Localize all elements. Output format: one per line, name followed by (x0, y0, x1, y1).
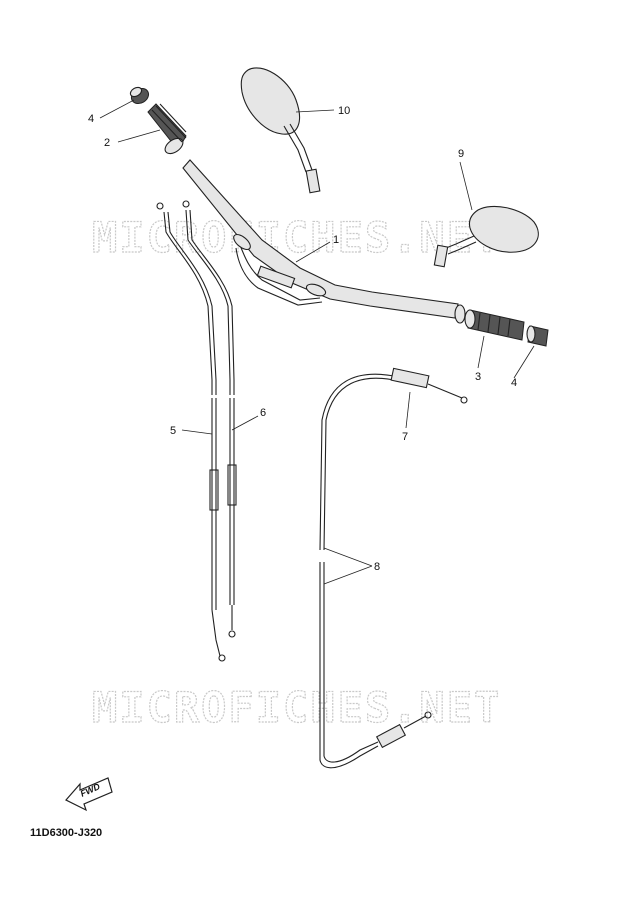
callout-4-right: 4 (511, 377, 517, 389)
clutch-cable-part[interactable] (319, 367, 468, 769)
callout-7: 7 (402, 431, 408, 443)
throttle-cables-part[interactable] (156, 200, 237, 662)
watermark-top: MICROFICHES.NET (92, 213, 501, 262)
callout-6: 6 (260, 407, 266, 419)
forward-arrow-icon: FWD (65, 777, 113, 812)
handlebar-part[interactable] (182, 159, 459, 319)
callout-9: 9 (458, 148, 464, 160)
callout-2: 2 (104, 137, 110, 149)
leader-lines (99, 99, 535, 585)
left-bar-end-part[interactable] (129, 85, 152, 106)
callout-5: 5 (170, 425, 176, 437)
callout-3: 3 (475, 371, 481, 383)
callout-4-left: 4 (88, 113, 94, 125)
left-mirror-part[interactable] (240, 67, 321, 194)
callout-8: 8 (374, 561, 380, 573)
callout-10: 10 (338, 105, 350, 117)
diagram-code: 11D6300-J320 (30, 827, 102, 839)
callout-1: 1 (333, 234, 339, 246)
right-bar-end-part[interactable] (526, 325, 549, 347)
watermark-bottom: MICROFICHES.NET (92, 683, 501, 732)
right-grip-part[interactable] (454, 304, 525, 341)
left-grip-part[interactable] (147, 103, 187, 157)
right-mirror-part[interactable] (433, 205, 539, 268)
